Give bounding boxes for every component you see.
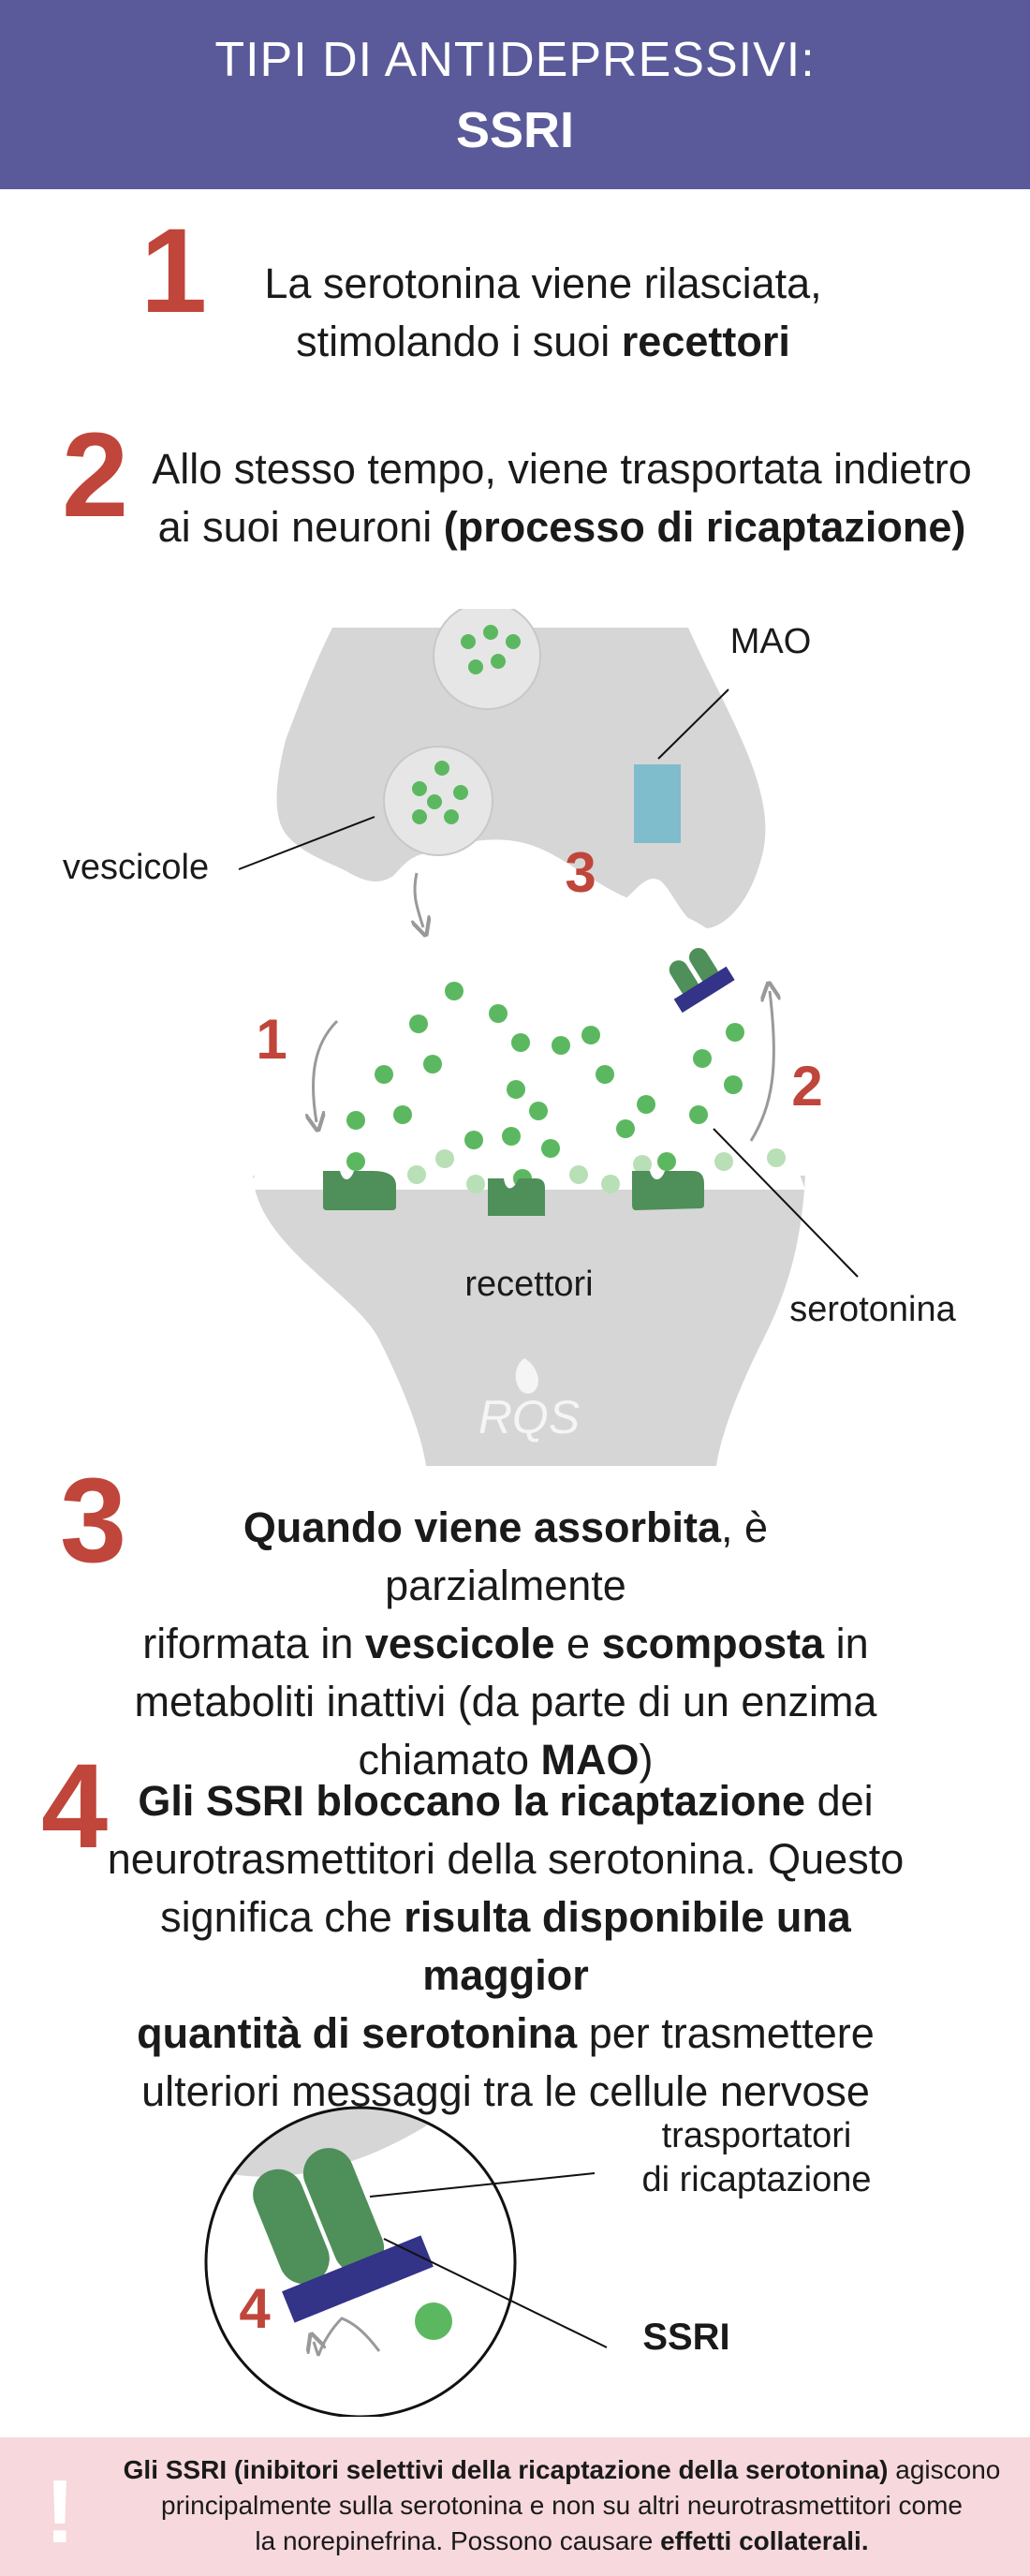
step-2-text: Allo stesso tempo, viene trasportata ind…: [152, 445, 972, 551]
rqs-logo: RQS: [478, 1358, 580, 1443]
step-4-number: 4: [41, 1740, 109, 1873]
step-1-text: La serotonina viene rilasciata,stimoland…: [264, 259, 822, 365]
serotonin-molecules: [346, 982, 786, 1193]
marker-2: 2: [791, 1055, 822, 1118]
marker-1: 1: [256, 1008, 287, 1071]
presynaptic-neuron: [276, 628, 766, 928]
step-1-number: 1: [140, 204, 208, 338]
reuptake-transporter: [669, 947, 735, 1014]
step-3-number: 3: [60, 1454, 127, 1588]
footer-note: ! Gli SSRI (inibitori selettivi della ri…: [0, 2437, 1030, 2576]
header-banner: TIPI DI ANTIDEPRESSIVI: SSRI: [0, 0, 1030, 189]
marker-4: 4: [239, 2277, 271, 2340]
mao-enzyme: [634, 764, 681, 843]
vesicle-top: [433, 601, 541, 710]
label-trasportatori-2: di ricaptazione: [641, 2160, 871, 2199]
transporter-left-arm: [253, 2169, 330, 2285]
label-recettori: recettori: [464, 1265, 593, 1304]
label-mao: MAO: [730, 622, 812, 661]
synapse-svg: MAO vescicole 3 1 2: [63, 601, 957, 1466]
ssri-detail-svg: 4 trasportatori di ricaptazione SSRI: [204, 2106, 872, 2419]
receptors: [323, 1171, 704, 1216]
postsynaptic-neuron: [253, 1176, 805, 1466]
header-subtitle: SSRI: [455, 102, 575, 158]
label-trasportatori-1: trasportatori: [662, 2116, 852, 2155]
header-title: TIPI DI ANTIDEPRESSIVI:: [214, 33, 816, 87]
label-ssri: SSRI: [642, 2317, 729, 2358]
step-2-number: 2: [62, 408, 129, 542]
label-vescicole: vescicole: [63, 848, 209, 887]
ssri-blocker: [282, 2235, 434, 2323]
transporter-right-arm: [302, 2148, 385, 2273]
svg-text:RQS: RQS: [478, 1391, 580, 1443]
label-serotonina: serotonina: [789, 1290, 956, 1329]
synapse-diagram: MAO vescicole 3 1 2: [0, 601, 1030, 1480]
marker-3: 3: [565, 841, 596, 904]
exclamation-icon: !: [45, 2462, 75, 2562]
vesicle-middle: [383, 746, 493, 856]
footer-text: Gli SSRI (inibitori selettivi della rica…: [123, 2455, 1001, 2555]
ssri-detail-diagram: 4 trasportatori di ricaptazione SSRI: [0, 2080, 1030, 2419]
serotonin-dot: [415, 2302, 452, 2340]
